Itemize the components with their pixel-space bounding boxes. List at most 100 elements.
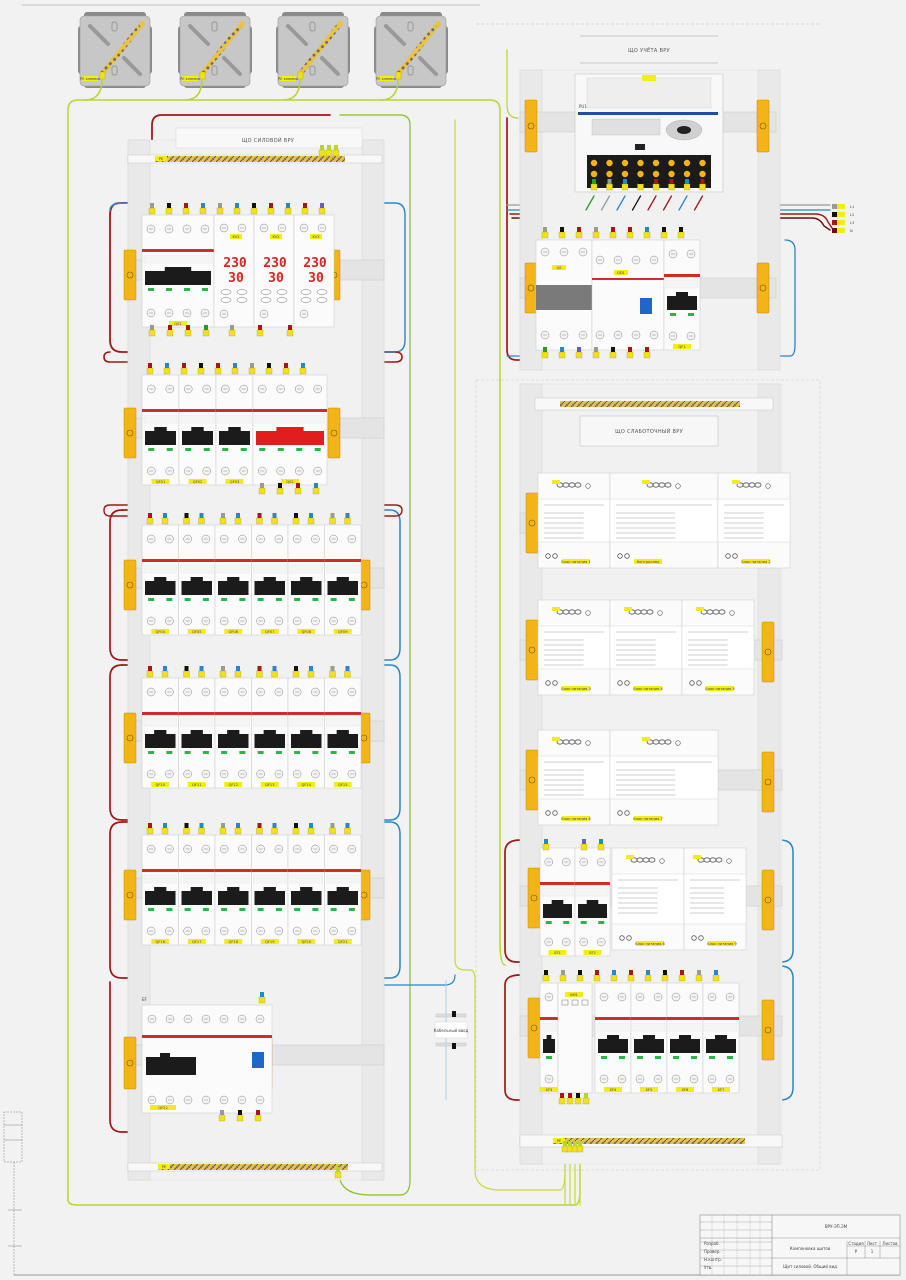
box-rib [320, 56, 340, 76]
rating-label [253, 874, 287, 884]
circuit-breaker: QS2 [252, 374, 328, 486]
label-tag [260, 939, 279, 944]
wire-ferrule [199, 71, 206, 80]
circuit-breaker: QF21 [324, 834, 362, 946]
wire-sleeve [568, 1093, 572, 1098]
clamp-screw-icon [759, 284, 767, 292]
relay-button [236, 289, 248, 295]
status-indicator [221, 908, 228, 911]
wire-ferrule [592, 231, 600, 239]
wire-sleeve [199, 666, 204, 671]
wire-ferrule [558, 231, 566, 239]
circuit-breaker: QF14 [287, 677, 325, 789]
wire-ferrule [329, 670, 336, 678]
wire [67, 99, 506, 1201]
din-end-clamp [525, 619, 539, 681]
wire-sleeve [278, 483, 282, 488]
din-end-clamp [327, 407, 341, 459]
circuit-breaker: SF5 [630, 982, 668, 1094]
junction-box-label: PE клемма [278, 77, 298, 81]
psu-label: Блок питания 5 [705, 687, 735, 691]
wire-sleeve [257, 823, 262, 828]
breaker-handle [145, 427, 176, 445]
brand-stripe [595, 1017, 631, 1020]
rating-label [253, 717, 287, 727]
wire-ferrule [621, 183, 629, 191]
circuit-breaker: QF11 [178, 677, 216, 789]
status-indicator [185, 448, 192, 451]
wire-ferrule [325, 149, 333, 157]
wire-sleeve [611, 227, 615, 232]
wire-ferrule [678, 974, 686, 982]
meter-label: PU1 [579, 104, 587, 109]
wire-ferrule [299, 367, 307, 375]
wire-ferrule [219, 670, 227, 678]
status-indicator [148, 908, 155, 911]
wire-sleeve [221, 666, 225, 671]
terminal-icon [664, 482, 672, 488]
wire-sleeve [584, 1093, 588, 1098]
wire-ferrule [146, 517, 154, 525]
breaker-handle [182, 427, 213, 445]
breaker-handle [670, 1035, 700, 1053]
wire-ferrule [644, 974, 652, 982]
breaker-handle [145, 267, 211, 285]
wire [249, 821, 401, 979]
pe-bus-label: PE [557, 1139, 562, 1143]
label-tag [642, 75, 656, 81]
wire [109, 202, 406, 353]
status-indicator [312, 908, 319, 911]
status-indicator [202, 598, 209, 601]
wire-sleeve [563, 1141, 567, 1146]
wire-ferrule [183, 517, 190, 525]
label-tag [158, 1164, 170, 1169]
screw-icon [659, 858, 665, 864]
power-supply-module: Блок питания 8 [611, 847, 685, 951]
box-rib [122, 56, 142, 76]
brand-stripe [142, 712, 179, 715]
wire-sleeve [199, 363, 203, 368]
brand-stripe [703, 1017, 739, 1020]
wire-ferrule [161, 517, 169, 525]
wire-sleeve [272, 666, 277, 671]
wire-ferrule [344, 827, 351, 835]
wire-sleeve [294, 666, 298, 671]
breaker-handle [543, 900, 572, 918]
wire-ferrule [148, 207, 156, 215]
wire-sleeve [645, 227, 649, 232]
label-tag [732, 480, 740, 484]
wire-ferrule [580, 843, 588, 851]
power-supply-module: Блок питания 4 [609, 599, 683, 696]
current-display: 30 [268, 271, 284, 286]
circuit-breaker: QF04 [141, 524, 179, 636]
status-indicator [330, 908, 337, 911]
wire-ferrule [202, 329, 210, 337]
circuit-breaker: SF1 [539, 847, 576, 957]
wire-ferrule [214, 367, 222, 375]
status-indicator [275, 751, 282, 754]
wire-ferrule [271, 517, 278, 525]
wire-ferrule [198, 827, 205, 835]
wire-sleeve [345, 513, 350, 518]
clamp-screw-icon [126, 891, 134, 899]
status-indicator [222, 448, 229, 451]
wire-ferrule [294, 487, 302, 495]
wire-sleeve [148, 823, 152, 828]
psu-faceplate [609, 625, 683, 670]
terminal-screw [590, 170, 598, 178]
wire-ferrule [292, 670, 300, 678]
wire-sleeve [236, 513, 240, 518]
wire [662, 195, 673, 211]
device-label: QF09 [338, 630, 348, 634]
status-indicator [203, 448, 210, 451]
title-block-row: Н.контр. [704, 1257, 722, 1262]
clamp-screw-icon [530, 894, 538, 902]
screw-icon [696, 680, 702, 686]
terminal-icon [715, 857, 723, 863]
circuit-breaker: QF15 [324, 677, 362, 789]
wire-ferrule [652, 183, 660, 191]
label-tag [540, 1087, 558, 1092]
